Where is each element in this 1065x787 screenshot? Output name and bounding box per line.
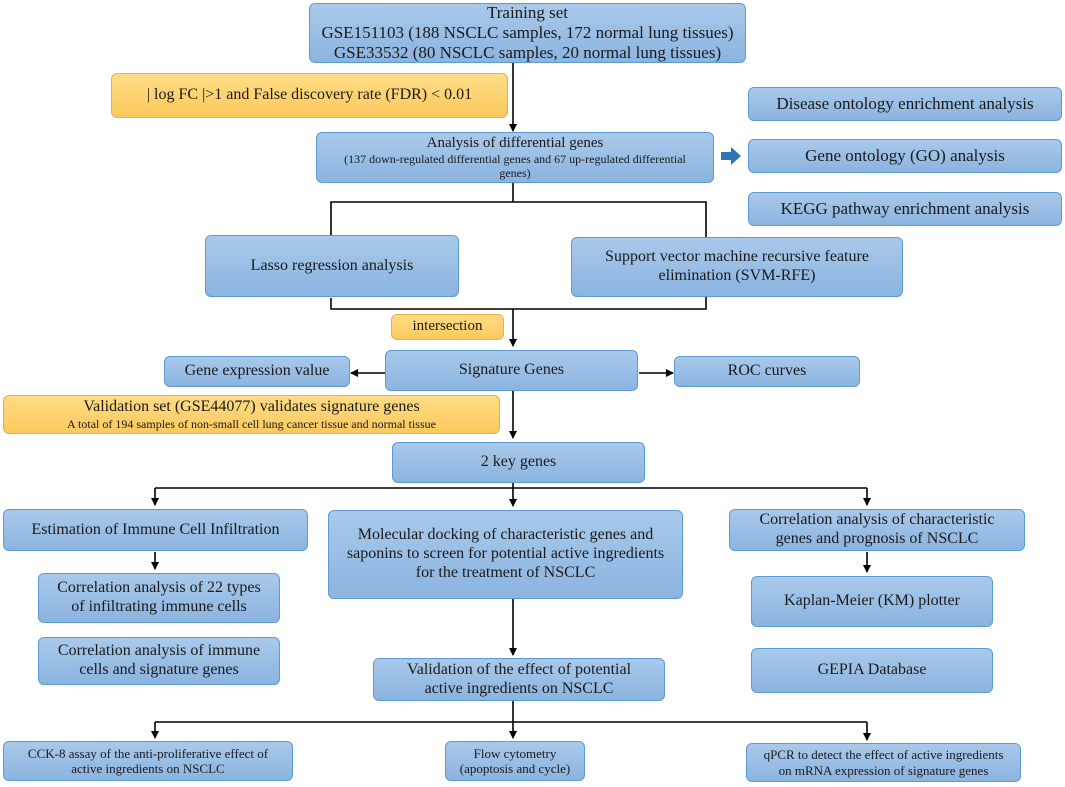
flow-cytometry-box: Flow cytometry (apoptosis and cycle)	[445, 741, 585, 781]
roc-box: ROC curves	[674, 356, 860, 387]
kegg-box: KEGG pathway enrichment analysis	[748, 192, 1062, 226]
roc-label: ROC curves	[727, 362, 807, 380]
flow-line1: Flow cytometry	[473, 745, 557, 761]
cck8-box: CCK-8 assay of the anti-proliferative ef…	[3, 741, 293, 781]
prognosis-line2: genes and prognosis of NSCLC	[775, 530, 979, 547]
training-set-title: Training set	[486, 2, 569, 22]
qpcr-line2: on mRNA expression of signature genes	[778, 762, 989, 778]
disease-ontology-box: Disease ontology enrichment analysis	[748, 87, 1062, 121]
qpcr-box: qPCR to detect the effect of active ingr…	[746, 743, 1021, 782]
effect-line1: Validation of the effect of potential	[406, 660, 632, 678]
gene-ontology-box: Gene ontology (GO) analysis	[748, 139, 1062, 173]
corr22-line1: Correlation analysis of 22 types	[57, 579, 261, 597]
deg-detail: (137 down-regulated differential genes a…	[344, 152, 686, 181]
corr-sig-line1: Correlation analysis of immune	[57, 642, 261, 660]
bracket-bottom	[330, 297, 707, 310]
intersection-note: intersection	[391, 314, 504, 340]
docking-line2: saponins to screen for potential active …	[346, 545, 665, 563]
cck8-line1: CCK-8 assay of the anti-proliferative ef…	[27, 745, 269, 761]
validation-set-note: Validation set (GSE44077) validates sign…	[3, 395, 500, 434]
docking-line3: for the treatment of NSCLC	[415, 563, 596, 581]
svm-rfe-box: Support vector machine recursive feature…	[571, 237, 903, 297]
gene-expression-label: Gene expression value	[184, 362, 330, 380]
corr-22-types-box: Correlation analysis of 22 types of infi…	[38, 573, 280, 623]
gepia-label: GEPIA Database	[817, 661, 927, 679]
validation-detail: A total of 194 samples of non-small cell…	[67, 416, 436, 431]
blue-arrow-to-enrichment	[721, 147, 741, 165]
key-genes-box: 2 key genes	[392, 442, 645, 483]
bracket-top	[330, 201, 707, 237]
prognosis-correlation-box: Correlation analysis of characteristic g…	[729, 509, 1025, 551]
gene-expression-box: Gene expression value	[164, 356, 350, 387]
prognosis-line1: Correlation analysis of characteristic	[759, 511, 995, 529]
effect-line2: active ingredients on NSCLC	[424, 679, 614, 697]
corr-immune-signature-box: Correlation analysis of immune cells and…	[38, 637, 280, 685]
criteria-note: | log FC |>1 and False discovery rate (F…	[111, 73, 508, 118]
flow-line2: (apoptosis and cycle)	[459, 761, 571, 776]
immune-estimation-box: Estimation of Immune Cell Infiltration	[3, 509, 308, 551]
km-plotter-box: Kaplan-Meier (KM) plotter	[751, 576, 993, 627]
deg-title: Analysis of differential genes	[426, 134, 604, 151]
disease-ontology-label: Disease ontology enrichment analysis	[776, 93, 1034, 113]
svm-line2: elimination (SVM-RFE)	[658, 267, 816, 284]
criteria-text: | log FC |>1 and False discovery rate (F…	[146, 86, 473, 104]
effect-validation-box: Validation of the effect of potential ac…	[373, 658, 665, 701]
km-label: Kaplan-Meier (KM) plotter	[784, 592, 960, 610]
deg-analysis-box: Analysis of differential genes (137 down…	[316, 132, 714, 183]
training-set-line1: GSE151103 (188 NSCLC samples, 172 normal…	[321, 22, 734, 42]
training-set-line2: GSE33532 (80 NSCLC samples, 20 normal lu…	[333, 43, 722, 63]
training-set-box: Training set GSE151103 (188 NSCLC sample…	[309, 3, 746, 63]
gene-ontology-label: Gene ontology (GO) analysis	[805, 145, 1005, 165]
key-genes-label: 2 key genes	[480, 453, 557, 471]
svm-line1: Support vector machine recursive feature	[605, 248, 869, 266]
molecular-docking-box: Molecular docking of characteristic gene…	[328, 510, 683, 599]
kegg-label: KEGG pathway enrichment analysis	[780, 198, 1030, 218]
gepia-box: GEPIA Database	[751, 648, 993, 693]
lasso-box: Lasso regression analysis	[205, 235, 459, 297]
signature-genes-label: Signature Genes	[458, 361, 565, 379]
lasso-label: Lasso regression analysis	[250, 256, 414, 274]
immune-estimation-label: Estimation of Immune Cell Infiltration	[31, 520, 280, 538]
qpcr-line1: qPCR to detect the effect of active ingr…	[763, 747, 1004, 763]
intersection-label: intersection	[412, 318, 483, 335]
validation-title: Validation set (GSE44077) validates sign…	[83, 397, 420, 415]
corr22-line2: of infiltrating immune cells	[71, 598, 247, 615]
cck8-line2: active ingredients on NSCLC	[71, 761, 225, 776]
signature-genes-box: Signature Genes	[385, 350, 638, 391]
corr-sig-line2: cells and signature genes	[79, 661, 239, 678]
docking-line1: Molecular docking of characteristic gene…	[357, 526, 654, 544]
